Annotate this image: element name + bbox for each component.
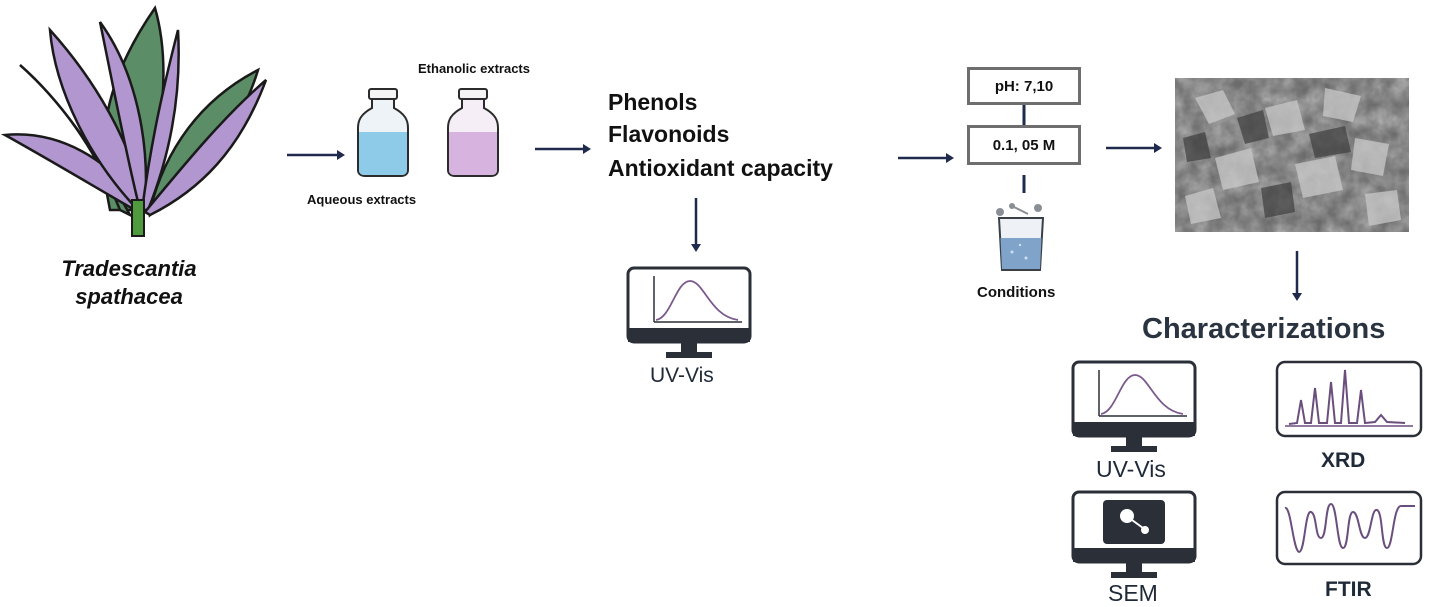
tradescantia-plant-illustration: [0, 5, 268, 237]
xrd-pattern-icon: [1275, 360, 1423, 438]
ethanolic-extract-bottle-icon: [447, 88, 499, 177]
sem-monitor-icon: [1071, 490, 1197, 578]
uvvis-label: UV-Vis: [650, 364, 714, 387]
beaker-icon: [996, 203, 1045, 271]
sem-micrograph-image: [1175, 78, 1409, 232]
condition-connector-bottom: [1022, 175, 1026, 193]
characterizations-title: Characterizations: [1142, 313, 1386, 345]
ph-condition-text: pH: 7,10: [994, 77, 1054, 95]
aqueous-extract-bottle-icon: [357, 88, 409, 177]
ph-condition-box: pH: 7,10: [967, 67, 1081, 105]
char-uvvis-label: UV-Vis: [1096, 456, 1166, 482]
char-uvvis-monitor-icon: [1071, 360, 1197, 452]
conditions-label: Conditions: [977, 284, 1056, 301]
plant-name: Tradescantia spathacea: [20, 255, 238, 311]
xrd-label: XRD: [1321, 449, 1366, 472]
ftir-label: FTIR: [1325, 578, 1372, 601]
plant-name-line1: Tradescantia: [61, 256, 197, 281]
arrow-plant-to-extracts: [287, 150, 345, 160]
ftir-spectrum-icon: [1275, 490, 1423, 566]
assay-antioxidant-capacity: Antioxidant capacity: [608, 155, 833, 181]
ethanolic-extracts-label: Ethanolic extracts: [418, 61, 530, 76]
plant-name-line2: spathacea: [75, 284, 183, 309]
arrow-assays-to-conditions: [898, 153, 954, 163]
concentration-condition-text: 0.1, 05 M: [992, 136, 1056, 154]
arrow-conditions-to-sem-image: [1106, 143, 1162, 153]
sem-label: SEM: [1108, 580, 1158, 606]
uvvis-monitor-icon: [626, 266, 752, 358]
aqueous-extracts-label: Aqueous extracts: [307, 192, 417, 207]
condition-connector-top: [1022, 105, 1026, 125]
arrow-assays-to-uvvis: [691, 198, 701, 252]
assay-phenols: Phenols: [608, 89, 698, 115]
arrow-sem-to-characterizations: [1292, 251, 1302, 301]
arrow-extracts-to-assays: [535, 144, 591, 154]
assay-flavonoids: Flavonoids: [608, 121, 730, 147]
concentration-condition-box: 0.1, 05 M: [967, 125, 1081, 165]
